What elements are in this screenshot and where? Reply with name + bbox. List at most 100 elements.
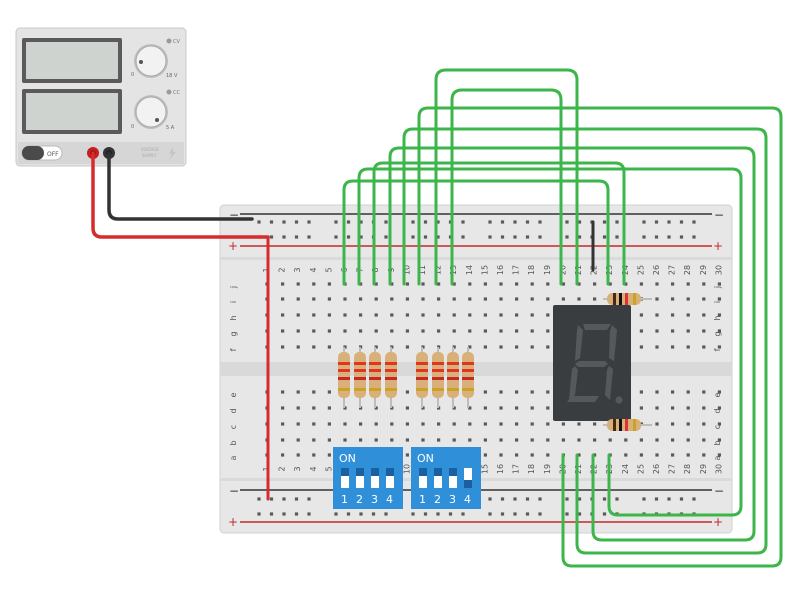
breadboard-hole[interactable]	[546, 329, 550, 333]
breadboard-hole[interactable]	[513, 235, 517, 239]
breadboard-hole[interactable]	[686, 297, 690, 301]
breadboard-hole[interactable]	[296, 329, 300, 333]
breadboard-hole[interactable]	[500, 497, 505, 501]
breadboard-hole[interactable]	[423, 235, 428, 239]
breadboard-hole[interactable]	[437, 438, 441, 442]
breadboard-hole[interactable]	[327, 406, 331, 410]
breadboard-hole[interactable]	[343, 422, 347, 426]
breadboard-hole[interactable]	[296, 345, 300, 349]
breadboard-hole[interactable]	[468, 297, 472, 301]
breadboard-hole[interactable]	[654, 497, 659, 501]
red-lead-wire[interactable]	[91, 151, 270, 239]
breadboard-hole[interactable]	[282, 512, 286, 516]
breadboard-hole[interactable]	[334, 512, 338, 516]
breadboard-hole[interactable]	[671, 313, 675, 317]
dip1-switch-4[interactable]	[386, 468, 394, 488]
breadboard-hole[interactable]	[405, 422, 409, 426]
breadboard-hole[interactable]	[421, 422, 425, 426]
breadboard-hole[interactable]	[327, 329, 331, 333]
breadboard-hole[interactable]	[269, 235, 274, 239]
breadboard-hole[interactable]	[515, 422, 519, 426]
breadboard-hole[interactable]	[269, 512, 274, 516]
breadboard-hole[interactable]	[671, 438, 675, 442]
breadboard-hole[interactable]	[525, 235, 530, 239]
breadboard-hole[interactable]	[296, 422, 300, 426]
breadboard-hole[interactable]	[602, 220, 607, 224]
breadboard-hole[interactable]	[546, 345, 550, 349]
breadboard-hole[interactable]	[642, 235, 646, 239]
breadboard-hole[interactable]	[717, 297, 721, 301]
breadboard-hole[interactable]	[483, 453, 487, 457]
breadboard-hole[interactable]	[565, 512, 569, 516]
breadboard-hole[interactable]	[639, 406, 643, 410]
breadboard-hole[interactable]	[421, 313, 425, 317]
breadboard-hole[interactable]	[296, 438, 300, 442]
breadboard-hole[interactable]	[692, 497, 696, 501]
breadboard-hole[interactable]	[312, 329, 316, 333]
breadboard-hole[interactable]	[499, 345, 503, 349]
breadboard-hole[interactable]	[411, 220, 415, 224]
breadboard-hole[interactable]	[405, 313, 409, 317]
breadboard-hole[interactable]	[384, 220, 388, 224]
breadboard-hole[interactable]	[488, 220, 492, 224]
breadboard-hole[interactable]	[717, 453, 721, 457]
breadboard-hole[interactable]	[281, 345, 285, 349]
breadboard-hole[interactable]	[717, 438, 721, 442]
breadboard-hole[interactable]	[499, 313, 503, 317]
breadboard-hole[interactable]	[257, 512, 261, 516]
breadboard-hole[interactable]	[452, 345, 456, 349]
breadboard-hole[interactable]	[312, 422, 316, 426]
breadboard-hole[interactable]	[577, 422, 581, 426]
breadboard-hole[interactable]	[468, 438, 472, 442]
breadboard-hole[interactable]	[671, 422, 675, 426]
breadboard-hole[interactable]	[577, 235, 582, 239]
breadboard-hole[interactable]	[296, 453, 300, 457]
dip-switch-1[interactable]: ON 1 2 3 4	[333, 447, 403, 509]
breadboard-hole[interactable]	[515, 406, 519, 410]
breadboard-hole[interactable]	[390, 313, 394, 317]
breadboard-hole[interactable]	[577, 220, 582, 224]
breadboard-hole[interactable]	[405, 438, 409, 442]
breadboard-hole[interactable]	[642, 497, 646, 501]
breadboard-hole[interactable]	[296, 297, 300, 301]
breadboard-hole[interactable]	[384, 512, 388, 516]
breadboard-hole[interactable]	[655, 345, 659, 349]
breadboard-hole[interactable]	[374, 438, 378, 442]
breadboard-hole[interactable]	[405, 297, 409, 301]
breadboard-hole[interactable]	[468, 329, 472, 333]
breadboard-hole[interactable]	[577, 282, 581, 286]
breadboard-hole[interactable]	[307, 497, 311, 501]
breadboard-hole[interactable]	[281, 313, 285, 317]
breadboard-hole[interactable]	[296, 313, 300, 317]
breadboard-hole[interactable]	[655, 297, 659, 301]
breadboard-hole[interactable]	[488, 235, 492, 239]
breadboard-hole[interactable]	[281, 390, 285, 394]
breadboard-hole[interactable]	[312, 282, 316, 286]
breadboard-hole[interactable]	[702, 282, 706, 286]
breadboard-hole[interactable]	[639, 345, 643, 349]
resistor-7[interactable]	[447, 347, 459, 408]
breadboard-hole[interactable]	[546, 422, 550, 426]
breadboard-hole[interactable]	[546, 282, 550, 286]
breadboard-hole[interactable]	[565, 235, 569, 239]
breadboard-hole[interactable]	[686, 453, 690, 457]
breadboard-hole[interactable]	[452, 313, 456, 317]
breadboard-hole[interactable]	[515, 390, 519, 394]
breadboard-hole[interactable]	[530, 453, 534, 457]
breadboard-hole[interactable]	[346, 235, 351, 239]
breadboard-hole[interactable]	[312, 406, 316, 410]
breadboard-hole[interactable]	[374, 329, 378, 333]
breadboard-hole[interactable]	[561, 297, 565, 301]
breadboard-hole[interactable]	[437, 422, 441, 426]
breadboard-hole[interactable]	[461, 235, 465, 239]
breadboard-hole[interactable]	[717, 390, 721, 394]
dip1-switch-2[interactable]	[356, 468, 364, 488]
breadboard-hole[interactable]	[312, 313, 316, 317]
breadboard-hole[interactable]	[577, 297, 581, 301]
breadboard-hole[interactable]	[639, 453, 643, 457]
breadboard-hole[interactable]	[327, 313, 331, 317]
breadboard-hole[interactable]	[602, 497, 607, 501]
breadboard-hole[interactable]	[499, 297, 503, 301]
breadboard-hole[interactable]	[671, 390, 675, 394]
breadboard-hole[interactable]	[530, 329, 534, 333]
